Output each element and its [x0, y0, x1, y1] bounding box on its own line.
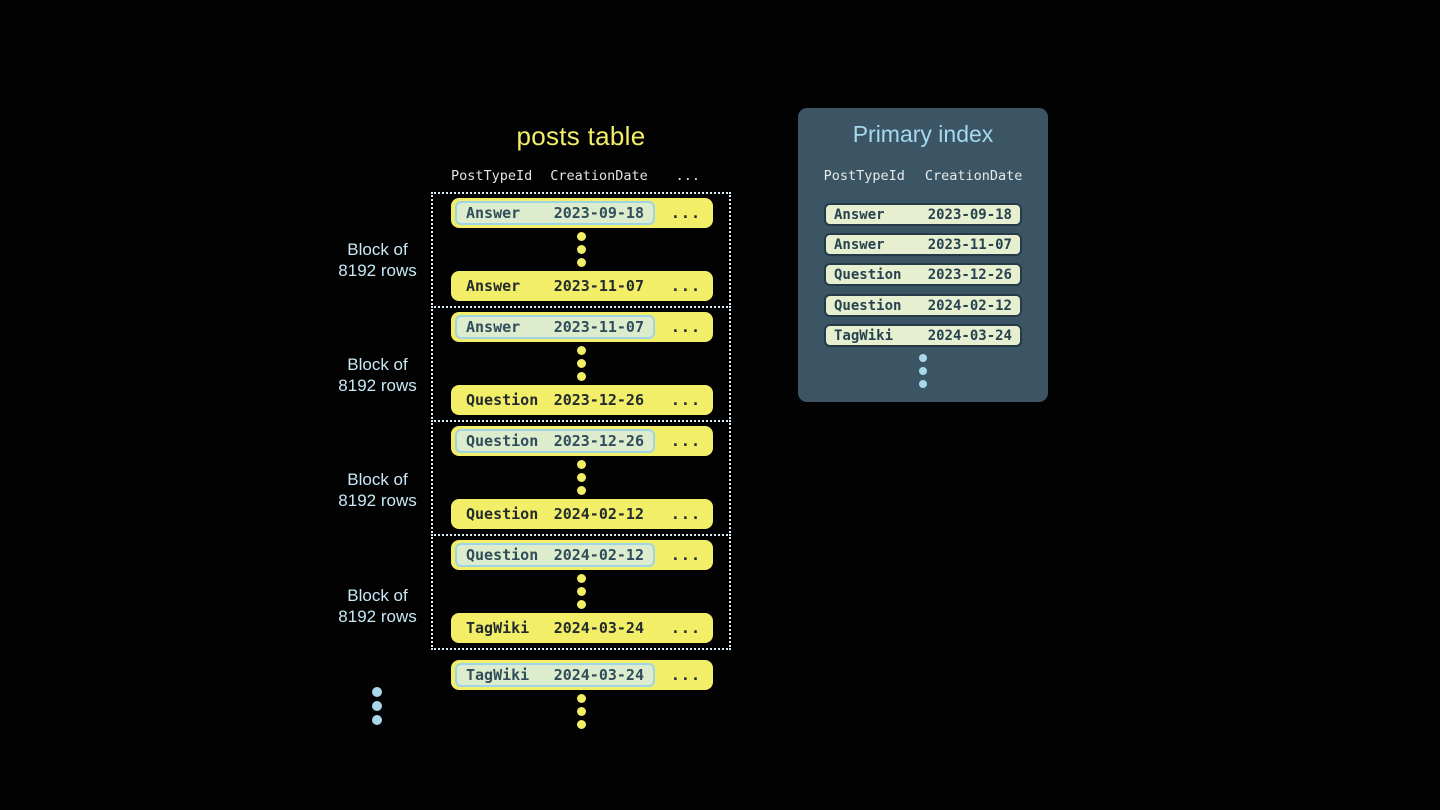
rows-ellipsis-dots	[433, 574, 729, 609]
next-block-first-row: TagWiki 2024-03-24 ...	[451, 660, 713, 690]
primary-index-column-headers: PostTypeId CreationDate	[798, 168, 1048, 184]
block4-last-row: TagWiki 2024-03-24 ...	[451, 613, 713, 643]
posts-table-title: posts table	[516, 121, 646, 151]
index-row-3: Question 2023-12-26	[824, 263, 1022, 286]
post-type: TagWiki	[834, 327, 894, 344]
block-label-line2: 8192 rows	[338, 261, 417, 280]
creation-date: 2024-02-12	[553, 505, 644, 523]
index-row-1: Answer 2023-09-18	[824, 203, 1022, 226]
posts-block-2: Answer 2023-11-07 ... Question 2023-12-2…	[431, 306, 731, 422]
rows-ellipsis-dots	[433, 346, 729, 381]
rows-ellipsis-dots	[433, 232, 729, 267]
block-label-line1: Block of	[347, 586, 408, 605]
block2-first-row: Answer 2023-11-07 ...	[451, 312, 713, 342]
more-index-entries-dots	[798, 354, 1048, 388]
row-ellipsis: ...	[670, 204, 701, 222]
block-label-line1: Block of	[347, 355, 408, 374]
creation-date: 2024-03-24	[553, 666, 644, 684]
post-type: Answer	[834, 206, 885, 223]
row-cells: Question 2023-12-26	[455, 388, 655, 412]
posts-header-creationdate: CreationDate	[550, 168, 648, 184]
posts-block-4: Question 2024-02-12 ... TagWiki 2024-03-…	[431, 534, 731, 650]
block-label-line1: Block of	[347, 240, 408, 259]
posts-block-1: Answer 2023-09-18 ... Answer 2023-11-07 …	[431, 192, 731, 308]
post-type: TagWiki	[466, 619, 530, 637]
block-label-3: Block of 8192 rows	[300, 469, 455, 511]
row-ellipsis: ...	[670, 505, 701, 523]
creation-date: 2023-11-07	[553, 277, 644, 295]
creation-date: 2023-09-18	[553, 204, 644, 222]
row-ellipsis: ...	[670, 391, 701, 409]
post-type: TagWiki	[466, 666, 530, 684]
block-label-2: Block of 8192 rows	[300, 354, 455, 396]
post-type: Answer	[834, 236, 885, 253]
creation-date: 2023-11-07	[553, 318, 644, 336]
post-type: Answer	[466, 318, 521, 336]
post-type: Answer	[466, 204, 521, 222]
row-ellipsis: ...	[670, 666, 701, 684]
block-label-line2: 8192 rows	[338, 491, 417, 510]
row-cells: Question 2024-02-12	[455, 502, 655, 526]
row-cells: Answer 2023-11-07	[455, 274, 655, 298]
creation-date: 2023-11-07	[927, 236, 1012, 253]
block-label-1: Block of 8192 rows	[300, 239, 455, 281]
block-label-4: Block of 8192 rows	[300, 585, 455, 627]
row-cells: TagWiki 2024-03-24	[455, 616, 655, 640]
post-type: Question	[466, 432, 539, 450]
index-header-posttypeid: PostTypeId	[823, 168, 905, 184]
post-type: Question	[834, 266, 902, 283]
index-entry-highlight: Question 2023-12-26	[455, 429, 655, 453]
post-type: Question	[466, 546, 539, 564]
block3-first-row: Question 2023-12-26 ...	[451, 426, 713, 456]
more-rows-ellipsis-dots	[431, 694, 731, 729]
posts-header-posttypeid: PostTypeId	[451, 168, 533, 184]
row-ellipsis: ...	[670, 277, 701, 295]
post-type: Answer	[466, 277, 521, 295]
creation-date: 2023-12-26	[553, 432, 644, 450]
block3-last-row: Question 2024-02-12 ...	[451, 499, 713, 529]
primary-index-title: Primary index	[852, 121, 994, 147]
row-ellipsis: ...	[670, 546, 701, 564]
block-label-line2: 8192 rows	[338, 376, 417, 395]
block1-last-row: Answer 2023-11-07 ...	[451, 271, 713, 301]
block2-last-row: Question 2023-12-26 ...	[451, 385, 713, 415]
row-ellipsis: ...	[670, 619, 701, 637]
posts-header-ellipsis: ...	[675, 168, 700, 184]
row-ellipsis: ...	[670, 318, 701, 336]
creation-date: 2024-03-24	[553, 619, 644, 637]
creation-date: 2023-12-26	[553, 391, 644, 409]
index-entry-highlight: Question 2024-02-12	[455, 543, 655, 567]
creation-date: 2024-03-24	[927, 327, 1012, 344]
index-entry-highlight: TagWiki 2024-03-24	[455, 663, 655, 687]
block1-first-row: Answer 2023-09-18 ...	[451, 198, 713, 228]
block-label-line1: Block of	[347, 470, 408, 489]
index-entry-highlight: Answer 2023-09-18	[455, 201, 655, 225]
post-type: Question	[466, 505, 539, 523]
index-row-4: Question 2024-02-12	[824, 294, 1022, 317]
post-type: Question	[466, 391, 539, 409]
creation-date: 2024-02-12	[927, 297, 1012, 314]
block4-first-row: Question 2024-02-12 ...	[451, 540, 713, 570]
row-ellipsis: ...	[670, 432, 701, 450]
more-blocks-ellipsis-dots	[339, 687, 414, 725]
primary-index-panel: Primary index PostTypeId CreationDate An…	[798, 108, 1048, 402]
index-header-creationdate: CreationDate	[924, 168, 1023, 184]
posts-table-column-headers: PostTypeId CreationDate ...	[451, 166, 713, 186]
creation-date: 2024-02-12	[553, 546, 644, 564]
creation-date: 2023-12-26	[927, 266, 1012, 283]
creation-date: 2023-09-18	[927, 206, 1012, 223]
index-entry-highlight: Answer 2023-11-07	[455, 315, 655, 339]
rows-ellipsis-dots	[433, 460, 729, 495]
post-type: Question	[834, 297, 902, 314]
index-row-2: Answer 2023-11-07	[824, 233, 1022, 256]
index-row-5: TagWiki 2024-03-24	[824, 324, 1022, 347]
posts-block-3: Question 2023-12-26 ... Question 2024-02…	[431, 420, 731, 536]
block-label-line2: 8192 rows	[338, 607, 417, 626]
